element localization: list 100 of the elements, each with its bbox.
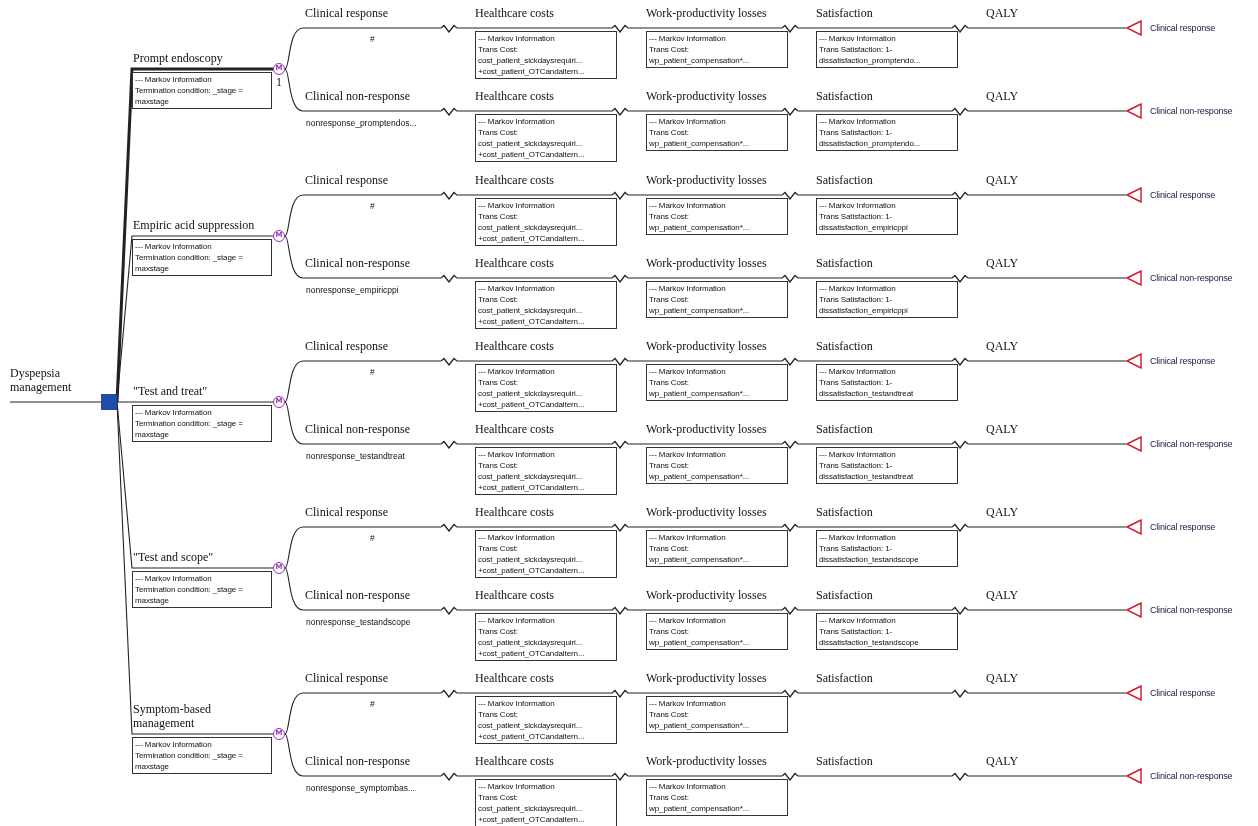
zigzag-marker [952, 23, 968, 33]
info-text: Trans Satisfaction: 1- [819, 211, 894, 222]
branch-line [456, 360, 613, 362]
branch-label: Work-productivity losses [646, 339, 767, 353]
zigzag-marker [782, 605, 798, 615]
zigzag-marker [782, 522, 798, 532]
markov-cycle-number: 1 [276, 75, 282, 89]
info-text: --- Markov Information [819, 449, 897, 460]
branch-label: Work-productivity losses [646, 754, 767, 768]
branch-line [797, 609, 953, 611]
probability-label: nonresponse_symptombas... [306, 783, 416, 794]
branch-label: Work-productivity losses [646, 6, 767, 20]
info-text: --- Markov Information [819, 33, 897, 44]
info-text: cost_patient_sickdaysrequiri... [478, 554, 584, 565]
branch-line [797, 692, 953, 694]
info-box [646, 447, 788, 484]
branch-label: "Test and scope" [133, 550, 215, 564]
info-text: --- Markov Information [478, 116, 556, 127]
info-text: +cost_patient_OTCandaltern... [478, 316, 586, 327]
branch-line [627, 110, 783, 112]
branch-line [456, 194, 613, 196]
branch-line [797, 277, 953, 279]
probability-label: nonresponse_empiricppi [306, 285, 399, 296]
info-text: --- Markov Information [819, 366, 897, 377]
branch-label: Work-productivity losses [646, 671, 767, 685]
info-text: Trans Cost: [478, 294, 519, 305]
info-text: Trans Cost: [649, 377, 690, 388]
zigzag-marker [782, 439, 798, 449]
info-text: Trans Satisfaction: 1- [819, 626, 894, 637]
info-text: cost_patient_sickdaysrequiri... [478, 55, 584, 66]
zigzag-marker [782, 771, 798, 781]
branch-label: Clinical non-response [305, 422, 410, 436]
zigzag-marker [612, 771, 628, 781]
info-text: --- Markov Information [649, 33, 727, 44]
branch-line [627, 27, 783, 29]
branch-label: Prompt endoscopy [133, 51, 224, 65]
info-text: +cost_patient_OTCandaltern... [478, 565, 586, 576]
info-text: dissatisfaction_testandscope [819, 637, 920, 648]
info-box [646, 281, 788, 318]
probability-label: nonresponse_promptendos... [306, 118, 417, 129]
info-text: wp_patient_compensation*... [649, 554, 751, 565]
info-text: +cost_patient_OTCandaltern... [478, 66, 586, 77]
info-text: --- Markov Information [819, 283, 897, 294]
zigzag-marker [952, 688, 968, 698]
info-text: cost_patient_sickdaysrequiri... [478, 471, 584, 482]
branch-line [967, 775, 1127, 777]
info-box [132, 571, 272, 608]
info-text: Trans Satisfaction: 1- [819, 294, 894, 305]
zigzag-marker [441, 356, 457, 366]
branch-label: Satisfaction [816, 671, 873, 685]
info-text: Trans Cost: [478, 211, 519, 222]
branch-label: Work-productivity losses [646, 588, 767, 602]
zigzag-marker [952, 106, 968, 116]
branch-label: Healthcare costs [475, 173, 554, 187]
info-text: +cost_patient_OTCandaltern... [478, 399, 586, 410]
branch-label: Work-productivity losses [646, 256, 767, 270]
branch-label: Work-productivity losses [646, 505, 767, 519]
info-text: --- Markov Information [135, 241, 213, 252]
branch-line [116, 401, 274, 403]
branch-line [284, 360, 442, 403]
branch-line [456, 27, 613, 29]
zigzag-marker [441, 273, 457, 283]
info-box [475, 31, 617, 79]
info-box [475, 779, 617, 826]
info-text: Trans Cost: [649, 294, 690, 305]
zigzag-marker [612, 356, 628, 366]
info-text: --- Markov Information [649, 116, 727, 127]
branch-label: QALY [986, 173, 1019, 187]
info-text: +cost_patient_OTCandaltern... [478, 149, 586, 160]
info-text: Trans Cost: [478, 460, 519, 471]
info-text: dissatisfaction_testandtreat [819, 471, 915, 482]
info-text: Trans Cost: [478, 792, 519, 803]
info-text: --- Markov Information [478, 698, 556, 709]
probability-label: nonresponse_testandtreat [306, 451, 405, 462]
branch-label: Satisfaction [816, 256, 873, 270]
branch-label: "Test and treat" [133, 384, 209, 398]
info-text: wp_patient_compensation*... [649, 637, 751, 648]
info-text: Termination condition: _stage = maxstage [135, 418, 244, 440]
branch-line [967, 194, 1127, 196]
info-text: --- Markov Information [649, 366, 727, 377]
info-text: Trans Cost: [478, 626, 519, 637]
terminal-label: Clinical response [1150, 189, 1216, 201]
info-text: --- Markov Information [135, 407, 213, 418]
info-text: Trans Cost: [478, 377, 519, 388]
branch-line [627, 609, 783, 611]
branch-line [627, 526, 783, 528]
info-box [646, 779, 788, 816]
info-text: cost_patient_sickdaysrequiri... [478, 637, 584, 648]
branch-line [284, 526, 442, 569]
probability-label: # [370, 533, 375, 544]
branch-label: Clinical non-response [305, 89, 410, 103]
branch-label: Clinical response [305, 671, 388, 685]
terminal-label: Clinical non-response [1150, 105, 1233, 117]
branch-label: Satisfaction [816, 422, 873, 436]
info-text: --- Markov Information [649, 449, 727, 460]
zigzag-marker [612, 273, 628, 283]
info-text: cost_patient_sickdaysrequiri... [478, 138, 584, 149]
branch-line [967, 360, 1127, 362]
branch-line [115, 67, 273, 403]
branch-line [284, 567, 442, 611]
